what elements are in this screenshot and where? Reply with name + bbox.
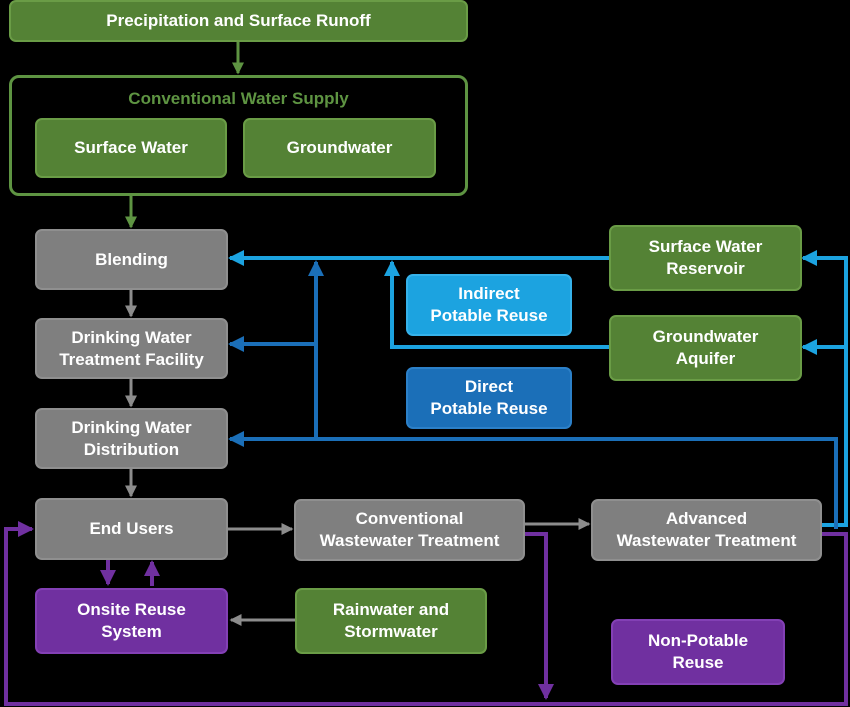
precipitation-box: Precipitation and Surface Runoff [9, 0, 468, 42]
groundwater-aquifer-box: Groundwater Aquifer [609, 315, 802, 381]
onsite-reuse-system-box: Onsite Reuse System [35, 588, 228, 654]
conventional-wastewater-treatment-box: Conventional Wastewater Treatment [294, 499, 525, 561]
arrow-advanced-to-distribution [228, 431, 838, 529]
rainwater-stormwater-box: Rainwater and Stormwater [295, 588, 487, 654]
arrow-conventional-nonpotable [525, 532, 554, 700]
drinking-water-distribution-box: Drinking Water Distribution [35, 408, 228, 469]
arrow-advanced-to-reservoir [801, 250, 848, 527]
conventional-water-supply-title: Conventional Water Supply [128, 89, 349, 108]
conventional-water-supply-frame: Conventional Water Supply [9, 75, 468, 196]
indirect-potable-reuse-legend: Indirect Potable Reuse [406, 274, 572, 336]
non-potable-reuse-legend: Non-Potable Reuse [611, 619, 785, 685]
blending-box: Blending [35, 229, 228, 290]
end-users-box: End Users [35, 498, 228, 560]
arrow-aquifer-to-blending [384, 260, 609, 349]
advanced-wastewater-treatment-box: Advanced Wastewater Treatment [591, 499, 822, 561]
drinking-water-treatment-box: Drinking Water Treatment Facility [35, 318, 228, 379]
groundwater-box: Groundwater [243, 118, 436, 178]
direct-potable-reuse-legend: Direct Potable Reuse [406, 367, 572, 429]
surface-water-reservoir-box: Surface Water Reservoir [609, 225, 802, 291]
surface-water-box: Surface Water [35, 118, 227, 178]
arrow-nonpotable-loop [4, 521, 848, 706]
